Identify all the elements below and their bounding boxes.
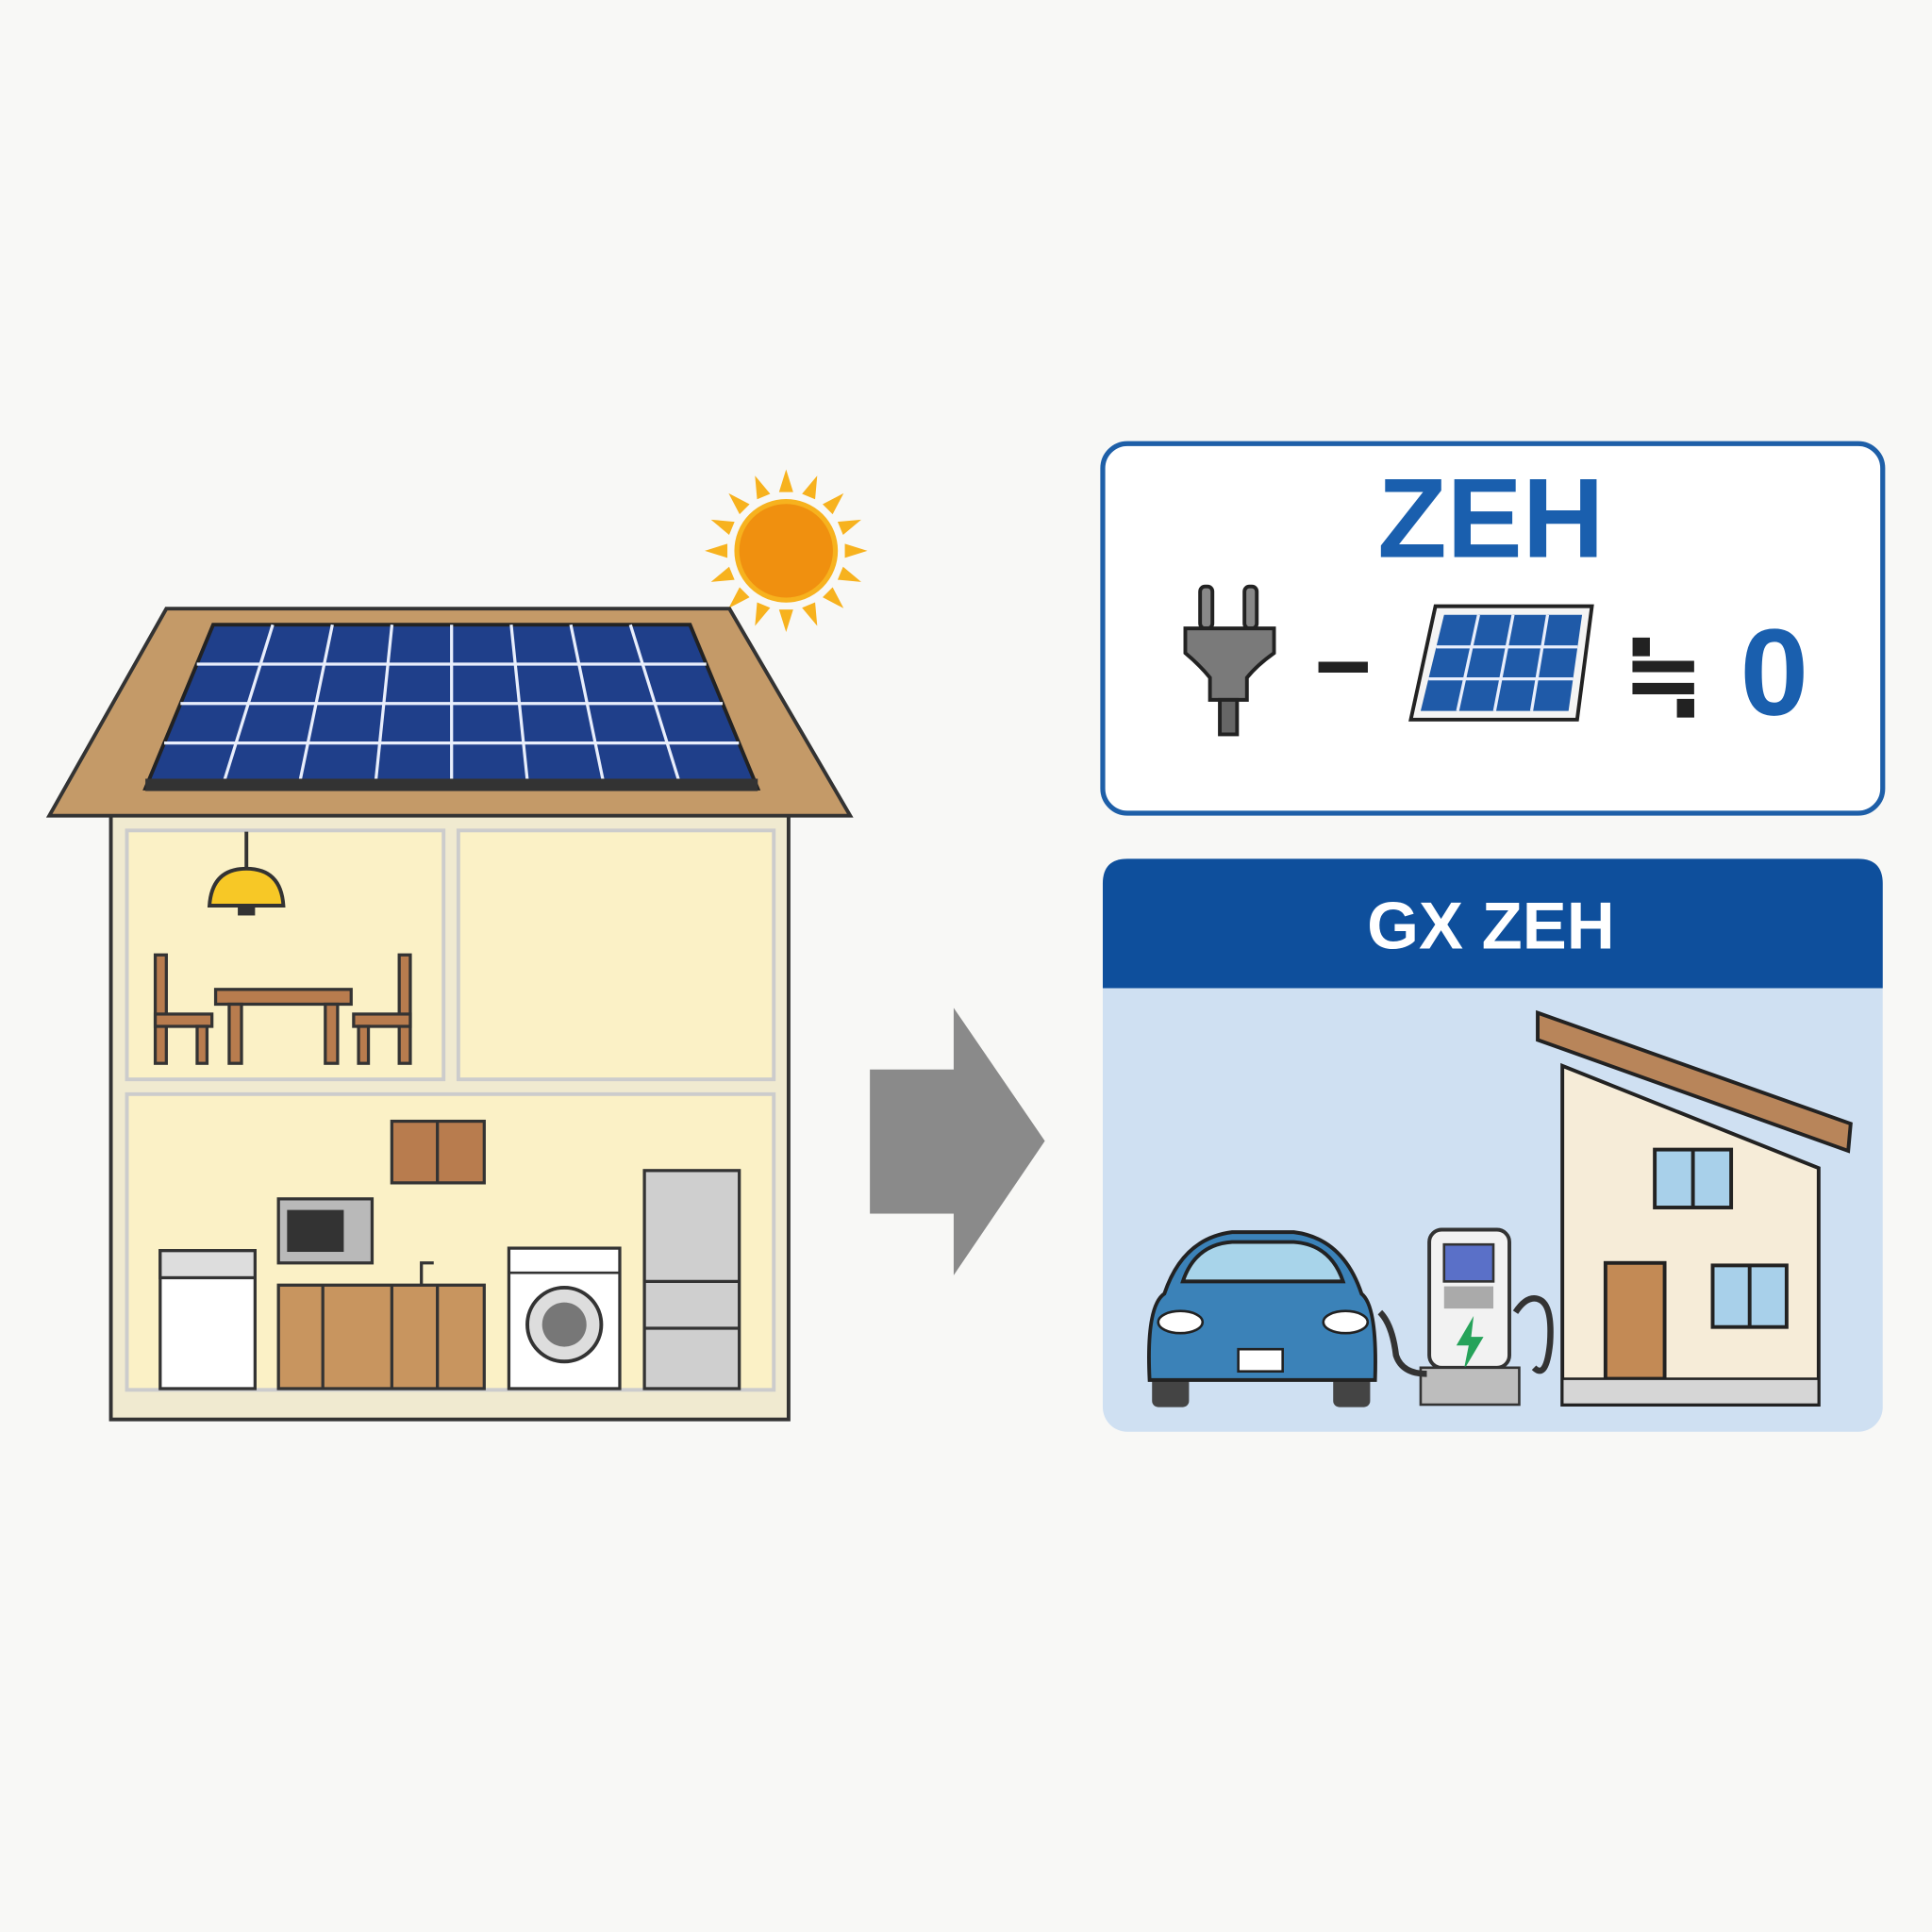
sun-icon: [705, 469, 868, 633]
gx-header: [1102, 858, 1883, 989]
zeh-title: ZEH: [1377, 455, 1604, 581]
ev-charger-icon: [1419, 1227, 1554, 1407]
sun-ray: [755, 475, 771, 500]
empty-room: [456, 828, 776, 1082]
drum-washer-icon: [507, 1246, 622, 1391]
electric-car-icon: [1147, 1230, 1427, 1407]
power-plug-icon: [1183, 584, 1276, 737]
sun-ray: [844, 543, 868, 558]
sun-ray: [705, 543, 728, 558]
zero-result: 0: [1740, 604, 1808, 741]
kitchen-counter-icon: [276, 1261, 486, 1391]
sun-ray: [710, 519, 735, 535]
sun-ray: [837, 566, 861, 582]
sun-ray: [823, 492, 844, 515]
gx-zeh-title: GX ZEH: [1367, 889, 1615, 963]
gx-zeh-card: GX ZEH: [1102, 858, 1883, 1432]
sun-ray: [778, 609, 793, 633]
panel-grid-line: [1456, 614, 1480, 711]
house-icon: [1536, 1009, 1853, 1407]
panel-grid-line: [1492, 614, 1515, 711]
sun-ray: [728, 492, 750, 515]
sun-ray: [710, 566, 735, 582]
refrigerator-icon: [642, 1169, 741, 1391]
dining-room: [125, 828, 446, 1082]
sun-ray: [728, 587, 750, 608]
panel-grid-line: [1529, 614, 1550, 711]
solar-panel-icon: [1408, 604, 1594, 722]
pendant-lamp-icon: [207, 831, 286, 916]
sun-ray: [823, 587, 844, 608]
microwave-icon: [276, 1197, 375, 1265]
sun-ray: [837, 519, 861, 535]
solar-panel-roof-icon: [142, 623, 761, 791]
house-cutaway: [45, 607, 854, 1422]
sun-ray: [755, 602, 771, 626]
sun-ray: [802, 475, 818, 500]
approx-equal-sign: ≒: [1622, 620, 1705, 730]
dining-table-icon: [153, 953, 412, 1065]
washing-machine-icon: [158, 1249, 257, 1391]
right-arrow-icon: [870, 1008, 1045, 1275]
sun-ray: [778, 469, 793, 492]
minus-sign: −: [1314, 611, 1372, 722]
sun-ray: [802, 602, 818, 626]
zeh-card: ZEH − ≒ 0: [1100, 441, 1886, 816]
